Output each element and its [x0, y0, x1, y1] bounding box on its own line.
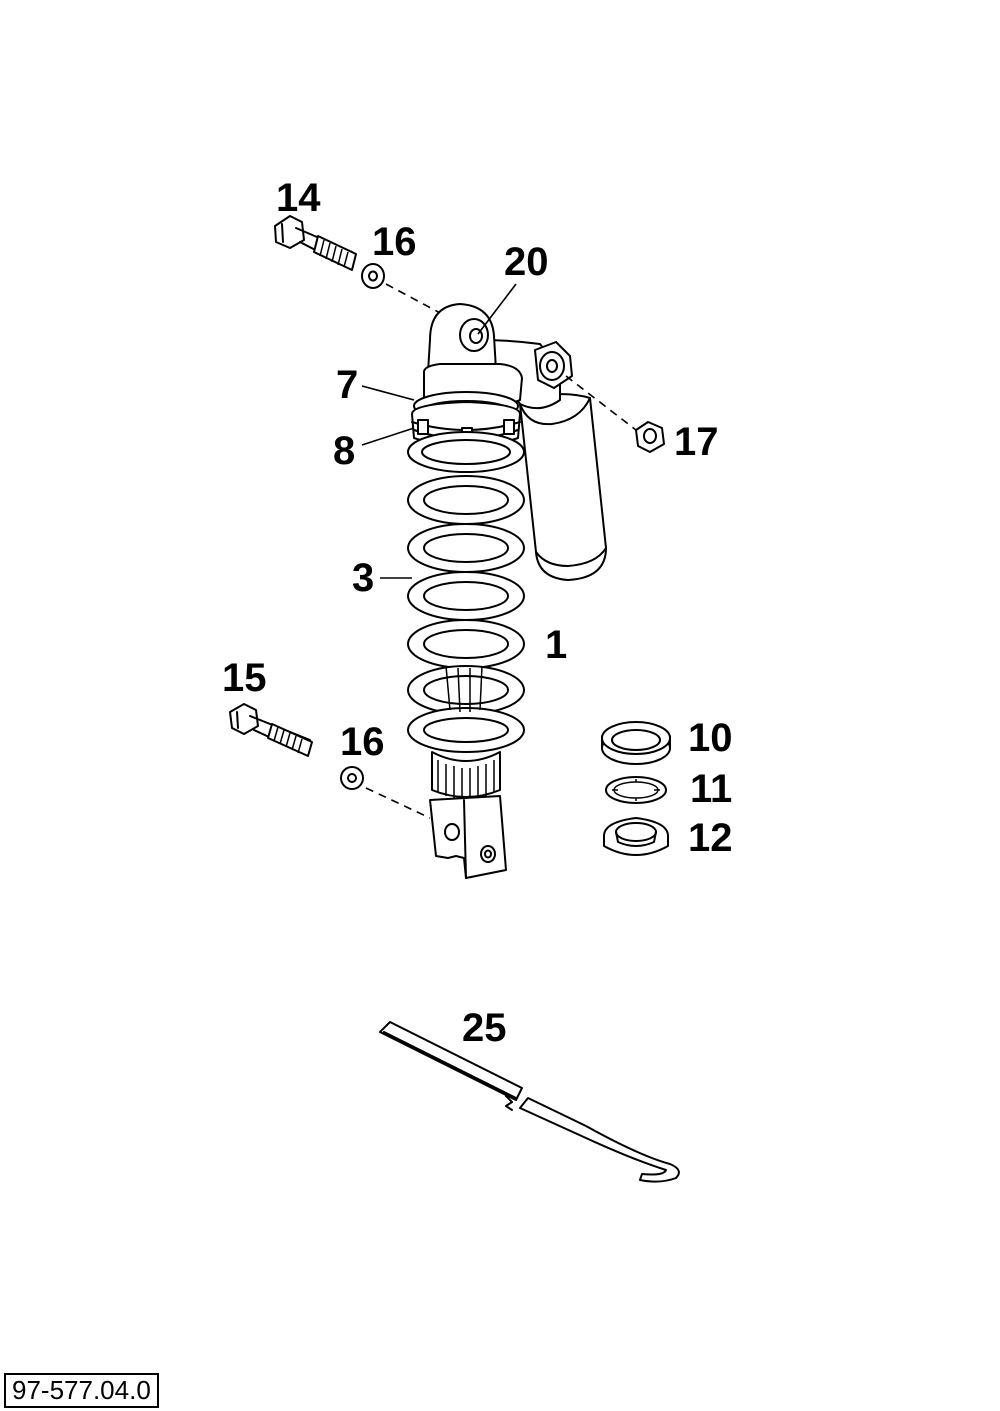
callout-25: 25 [462, 1006, 507, 1050]
callout-8: 8 [333, 429, 356, 473]
ring-10 [601, 721, 671, 765]
callout-14: 14 [276, 176, 321, 220]
ring-12 [603, 817, 669, 856]
callout-15: 15 [222, 656, 267, 700]
top-eye [427, 303, 497, 373]
callout-16-bottom: 16 [340, 720, 385, 764]
callout-10: 10 [688, 716, 733, 760]
callout-16-top: 16 [372, 220, 417, 264]
washer-top [361, 263, 385, 289]
assembly-line-bottom [365, 787, 431, 819]
callout-1: 1 [545, 623, 568, 667]
coil-spring [407, 431, 525, 753]
washer-bottom [340, 766, 364, 790]
callout-11: 11 [690, 767, 733, 811]
callout-17: 17 [674, 420, 719, 464]
assembly-line-top [385, 283, 443, 315]
nut [635, 421, 665, 453]
callout-12: 12 [688, 816, 733, 860]
callout-7: 7 [336, 363, 359, 407]
drawing-reference-number: 97-577.04.0 [4, 1373, 159, 1408]
assembly-line-nut [565, 375, 637, 431]
callout-20: 20 [504, 240, 549, 284]
bolt-bottom [229, 703, 313, 757]
reservoir [519, 393, 607, 581]
callout-3: 3 [352, 556, 375, 600]
lower-body [431, 751, 501, 800]
hook-wrench [379, 1021, 680, 1183]
lower-clevis [429, 795, 507, 879]
bolt-top [274, 215, 357, 271]
ring-11 [605, 776, 667, 804]
